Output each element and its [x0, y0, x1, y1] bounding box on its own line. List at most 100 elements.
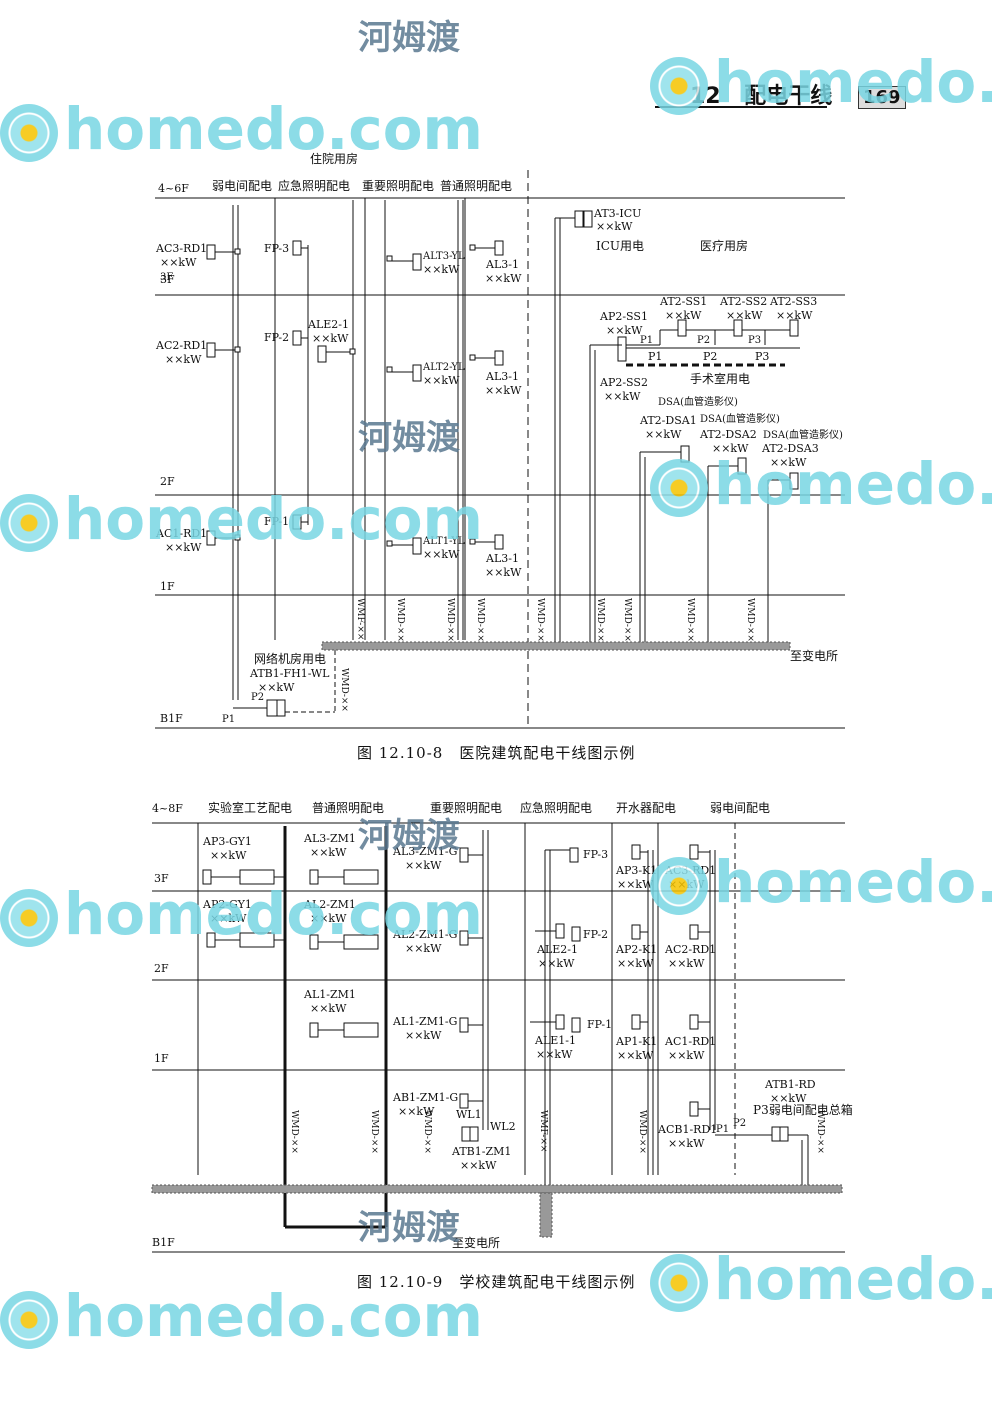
fig1-ap2ss2: AP2-SS2 [599, 376, 648, 389]
fig1-med: 医疗用房 [700, 238, 748, 253]
fig1-dsa1-kw: ××kW [645, 428, 682, 441]
fig2-col-2: 普通照明配电 [312, 801, 384, 815]
fig1-floor-b1f: B1F [160, 712, 183, 725]
page-header: 12 配电干线 169 [690, 78, 906, 110]
fig2-floor-2f: 2F [154, 962, 169, 975]
fig2-p1: P1 [716, 1124, 729, 1135]
fig2-floor-top: 4~8F [152, 802, 183, 815]
flower-icon [650, 856, 708, 915]
fig2-cable-2: WMD-×× [369, 1110, 379, 1154]
fig1-p3b: P3 [755, 350, 769, 363]
fig2-acb1-kw: ××kW [668, 1137, 705, 1150]
fig1-cable-5: WMD-×× [535, 598, 545, 642]
fig2-al3zm1-kw: ××kW [310, 846, 347, 859]
fig2-ac2: AC2-RD1 [664, 943, 716, 956]
fig1-alt1-kw: ××kW [423, 548, 460, 561]
fig1-p2-b1: P2 [251, 692, 264, 703]
watermark-logo: homedo.com [650, 1245, 992, 1313]
fig1-p3a: P3 [748, 335, 761, 346]
fig1-ap2ss1: AP2-SS1 [599, 310, 648, 323]
fig2-ac2-kw: ××kW [668, 957, 705, 970]
watermark-cn: 河姆渡 [358, 18, 460, 58]
fig1-col-2: 应急照明配电 [278, 178, 350, 193]
fig1-floor-1f: 1F [160, 580, 175, 593]
fig2-ap3gy1-kw: ××kW [210, 849, 247, 862]
flower-icon [0, 493, 58, 552]
fig1-dsa-note3: DSA(血管造影仪) [763, 428, 843, 441]
watermark-logo: homedo.com [650, 450, 992, 518]
fig2-atb1zm1: ATB1-ZM1 [451, 1145, 511, 1158]
flower-icon [650, 458, 708, 517]
flower-icon [650, 1253, 708, 1312]
watermark-cn: 河姆渡 [358, 418, 460, 458]
fig2-wl1: WL1 [456, 1108, 482, 1121]
fig1-al3b: AL3-1 [485, 370, 519, 383]
fig1-cable-8: WMD-×× [685, 598, 695, 642]
fig2-wl2: WL2 [490, 1120, 516, 1133]
fig1-p1-b1: P1 [222, 714, 235, 725]
fig1-at2ss3-kw: ××kW [776, 309, 813, 322]
fig2-col-3: 重要照明配电 [430, 801, 502, 815]
fig1-alt2: ALT2-YL [422, 362, 465, 373]
fig2-ale1: ALE1-1 [534, 1034, 576, 1047]
fig1-substation: 至变电所 [790, 648, 838, 663]
fig2-ap2gy1: AP2-GY1 [202, 898, 252, 911]
fig2-ac1: AC1-RD1 [664, 1035, 716, 1048]
fig1-fp3: FP-3 [264, 242, 289, 255]
fig2-ab1g-kw: ××kW [398, 1105, 435, 1118]
fig1-floor-3f: 3F [160, 273, 175, 286]
fig1-ac3: AC3-RD1 [155, 242, 207, 255]
fig1-col-top: 住院用房 [310, 151, 358, 166]
fig1-dsa-note2: DSA(血管造影仪) [700, 412, 780, 425]
fig1-fp1: FP-1 [264, 515, 289, 528]
fig2-caption: 图 12.10-9 学校建筑配电干线图示例 [357, 1273, 636, 1291]
fig2-p3note: P3弱电间配电总箱 [753, 1102, 853, 1117]
fig1-cable-2: WMD-×× [395, 598, 405, 642]
fig2-ab1g: AB1-ZM1-G [392, 1091, 458, 1104]
fig2-fp2: FP-2 [583, 928, 608, 941]
fig1-dsa-note: DSA(血管造影仪) [658, 395, 738, 408]
fig1-ac3-kw: ××kW [160, 256, 197, 269]
watermark-cn: 河姆渡 [358, 1208, 460, 1248]
fig1-ac1: AC1-RD1 [155, 527, 207, 540]
page-number: 169 [857, 86, 906, 109]
fig2-ap3gy1: AP3-GY1 [202, 835, 252, 848]
fig2-ap3k1-kw: ××kW [617, 878, 654, 891]
fig2-al2zm1: AL2-ZM1 [303, 898, 356, 911]
fig1-ap2ss2-kw: ××kW [604, 390, 641, 403]
fig2-al2zm1-kw: ××kW [310, 912, 347, 925]
fig2-al3g-kw: ××kW [405, 859, 442, 872]
flower-icon [0, 1290, 58, 1349]
watermark-logo: homedo.com [0, 485, 483, 553]
fig2-ap2k1-kw: ××kW [617, 957, 654, 970]
fig2-fp1: FP-1 [587, 1018, 612, 1031]
fig1-ac1-kw: ××kW [165, 541, 202, 554]
fig1-alt1: ALT1-YL [422, 536, 465, 547]
fig2-al3zm1: AL3-ZM1 [303, 832, 356, 845]
fig1-alt2-kw: ××kW [423, 374, 460, 387]
fig2-cable-1: WMD-×× [289, 1110, 299, 1154]
fig1-fp2: FP-2 [264, 331, 289, 344]
hospital-riser-diagram: 住院用房 4~6F 弱电间配电 应急照明配电 重要照明配电 普通照明配电 3F … [155, 151, 845, 729]
fig2-ale2-kw: ××kW [538, 957, 575, 970]
fig1-at2ss1: AT2-SS1 [659, 295, 707, 308]
fig2-cable-3: WMD-×× [422, 1110, 432, 1154]
fig2-col-4: 应急照明配电 [520, 800, 592, 815]
fig1-al3a: AL3-1 [485, 258, 519, 271]
watermark-logo: homedo.com [650, 848, 992, 916]
fig1-caption: 图 12.10-8 医院建筑配电干线图示例 [357, 744, 636, 762]
fig1-atb1: ATB1-FH1-WL [249, 667, 330, 680]
fig1-net: 网络机房用电 [254, 651, 326, 666]
fig1-dsa1: AT2-DSA1 [639, 414, 697, 427]
fig2-cable-5: WMD-×× [637, 1110, 647, 1154]
fig1-at2ss1-kw: ××kW [665, 309, 702, 322]
fig1-floor-top: 4~6F [158, 182, 189, 195]
fig2-ale2: ALE2-1 [536, 943, 578, 956]
fig1-ac3-floor: 3F [160, 272, 173, 283]
watermark-cn: 河姆渡 [358, 816, 460, 856]
fig1-at3: AT3-ICU [593, 207, 641, 220]
fig1-alt3: ALT3-YL [422, 251, 465, 262]
fig1-ac2-kw: ××kW [165, 353, 202, 366]
fig1-dsa2-kw: ××kW [712, 442, 749, 455]
fig1-cable-10: WMD-×× [339, 668, 349, 712]
